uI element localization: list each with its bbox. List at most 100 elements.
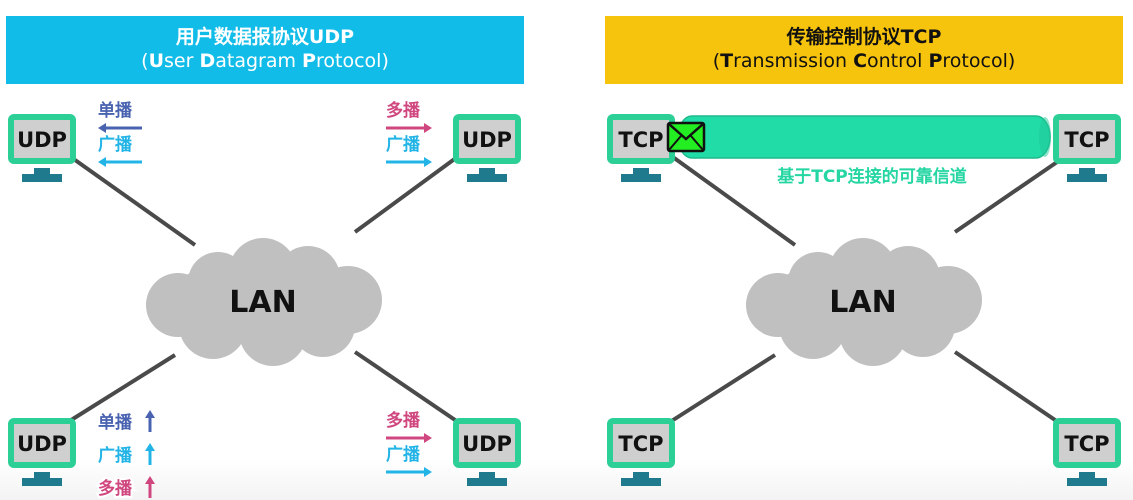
udp-top-right-cast-1: 广播 (384, 132, 432, 167)
udp-bottom-right-cast-1: 广播 (384, 442, 432, 477)
monitor-screen (14, 424, 70, 462)
tcp-title-banner: 传输控制协议TCP (Transmission Control Protocol… (605, 16, 1123, 84)
udp-title-banner: 用户数据报协议UDP (User Datagram Protocol) (6, 16, 524, 84)
monitor-base (467, 478, 507, 486)
udp-bottom-left-cast-0: 单播 (96, 410, 155, 435)
udp-host-top-left-monitor-icon: UDP (8, 114, 76, 182)
udp-bottom-left-cast-1: 广播 (96, 443, 155, 468)
monitor-neck (633, 472, 649, 478)
cast-label: 广播 (386, 444, 421, 465)
cast-label: 单播 (98, 412, 133, 433)
udp-link-tr (353, 153, 462, 234)
arrow-right-icon (386, 123, 432, 133)
cast-label: 多播 (386, 410, 421, 431)
monitor-neck (633, 168, 649, 174)
monitor-base (22, 174, 62, 182)
udp-top-right-cast-0: 多播 (384, 98, 432, 133)
tcp-link-tr (953, 158, 1062, 234)
udp-en-r1: atagram (215, 50, 303, 72)
monitor-screen (613, 120, 669, 158)
arrow-up-icon (145, 476, 155, 498)
monitor-neck (34, 168, 50, 174)
udp-host-bottom-left-monitor-icon: UDP (8, 418, 76, 486)
tcp-link-br (953, 350, 1060, 424)
udp-en-b1: D (199, 50, 216, 72)
tcp-en-r0: ransmission (733, 50, 854, 72)
arrow-left-icon (98, 157, 142, 167)
tcp-host-top-left-monitor-icon: TCP (607, 114, 675, 182)
tcp-en-b0: T (720, 50, 734, 72)
udp-en-b2: P (302, 50, 316, 72)
monitor-base (1067, 478, 1107, 486)
host-label: UDP (17, 432, 67, 456)
udp-link-br (353, 350, 460, 424)
udp-bottom-right-cast-0: 多播 (384, 408, 432, 443)
tcp-title-zh: 传输控制协议TCP (786, 26, 942, 49)
arrow-right-icon (386, 157, 432, 167)
udp-link-bl (66, 353, 177, 424)
monitor-neck (1079, 472, 1095, 478)
arrow-up-icon (145, 443, 155, 465)
udp-link-tl (66, 153, 197, 247)
tcp-links (668, 153, 1062, 424)
monitor-base (467, 174, 507, 182)
tcp-en-r2: rotocol (942, 50, 1008, 72)
cast-label: 单播 (98, 100, 133, 121)
udp-top-left-cast-0: 单播 (96, 98, 142, 133)
tcp-en-b1: C (853, 50, 868, 72)
monitor-base (22, 478, 62, 486)
udp-en-b0: U (148, 50, 164, 72)
udp-links (66, 153, 462, 424)
tcp-link-tl (668, 153, 797, 247)
cast-label: 广播 (98, 445, 133, 466)
arrow-right-icon (386, 467, 432, 477)
host-label: UDP (462, 128, 512, 152)
monitor-neck (34, 472, 50, 478)
arrow-up-icon (145, 410, 155, 432)
tcp-lan-label: LAN (829, 285, 896, 320)
udp-title-en: (User Datagram Protocol) (141, 50, 389, 72)
host-label: UDP (17, 128, 67, 152)
monitor-base (621, 174, 661, 182)
monitor-neck (479, 168, 495, 174)
host-monitors: UDP UDP UDP UDP TCP TCP TCP TCP (8, 114, 1121, 486)
monitor-base (621, 478, 661, 486)
tcp-channel-label: 基于TCP连接的可靠信道 (776, 166, 967, 187)
udp-bottom-left-cast-2: 多播 (96, 476, 155, 500)
monitor-screen (1059, 120, 1115, 158)
host-label: TCP (618, 128, 663, 152)
arrow-right-icon (386, 433, 432, 443)
tcp-reliable-channel (677, 115, 1051, 159)
tcp-en-r1: ontrol (867, 50, 929, 72)
udp-host-bottom-right-monitor-icon: UDP (453, 418, 521, 486)
udp-host-top-right-monitor-icon: UDP (453, 114, 521, 182)
cast-label: 多播 (98, 478, 133, 499)
monitor-screen (459, 120, 515, 158)
cast-label: 广播 (386, 134, 421, 155)
host-label: UDP (462, 432, 512, 456)
tcp-host-bottom-right-monitor-icon: TCP (1053, 418, 1121, 486)
tcp-en-b2: P (928, 50, 943, 72)
udp-top-left-cast-1: 广播 (96, 132, 142, 167)
monitor-screen (613, 424, 669, 462)
envelope-icon (666, 121, 706, 153)
monitor-screen (1059, 424, 1115, 462)
arrow-left-icon (98, 123, 142, 133)
monitor-screen (459, 424, 515, 462)
host-label: TCP (1064, 128, 1109, 152)
udp-en-r0: ser (164, 50, 200, 72)
udp-lan-label: LAN (229, 285, 296, 320)
tcp-host-top-right-monitor-icon: TCP (1053, 114, 1121, 182)
host-label: TCP (1064, 432, 1109, 456)
udp-title-zh: 用户数据报协议UDP (175, 26, 355, 49)
tcp-title-en: (Transmission Control Protocol) (712, 50, 1016, 72)
tcp-link-bl (668, 353, 777, 424)
monitor-screen (14, 120, 70, 158)
cast-label: 多播 (386, 100, 421, 121)
monitor-base (1067, 174, 1107, 182)
host-label: TCP (618, 432, 663, 456)
udp-en-r2: rotocol (315, 50, 382, 72)
cast-label: 广播 (98, 134, 133, 155)
